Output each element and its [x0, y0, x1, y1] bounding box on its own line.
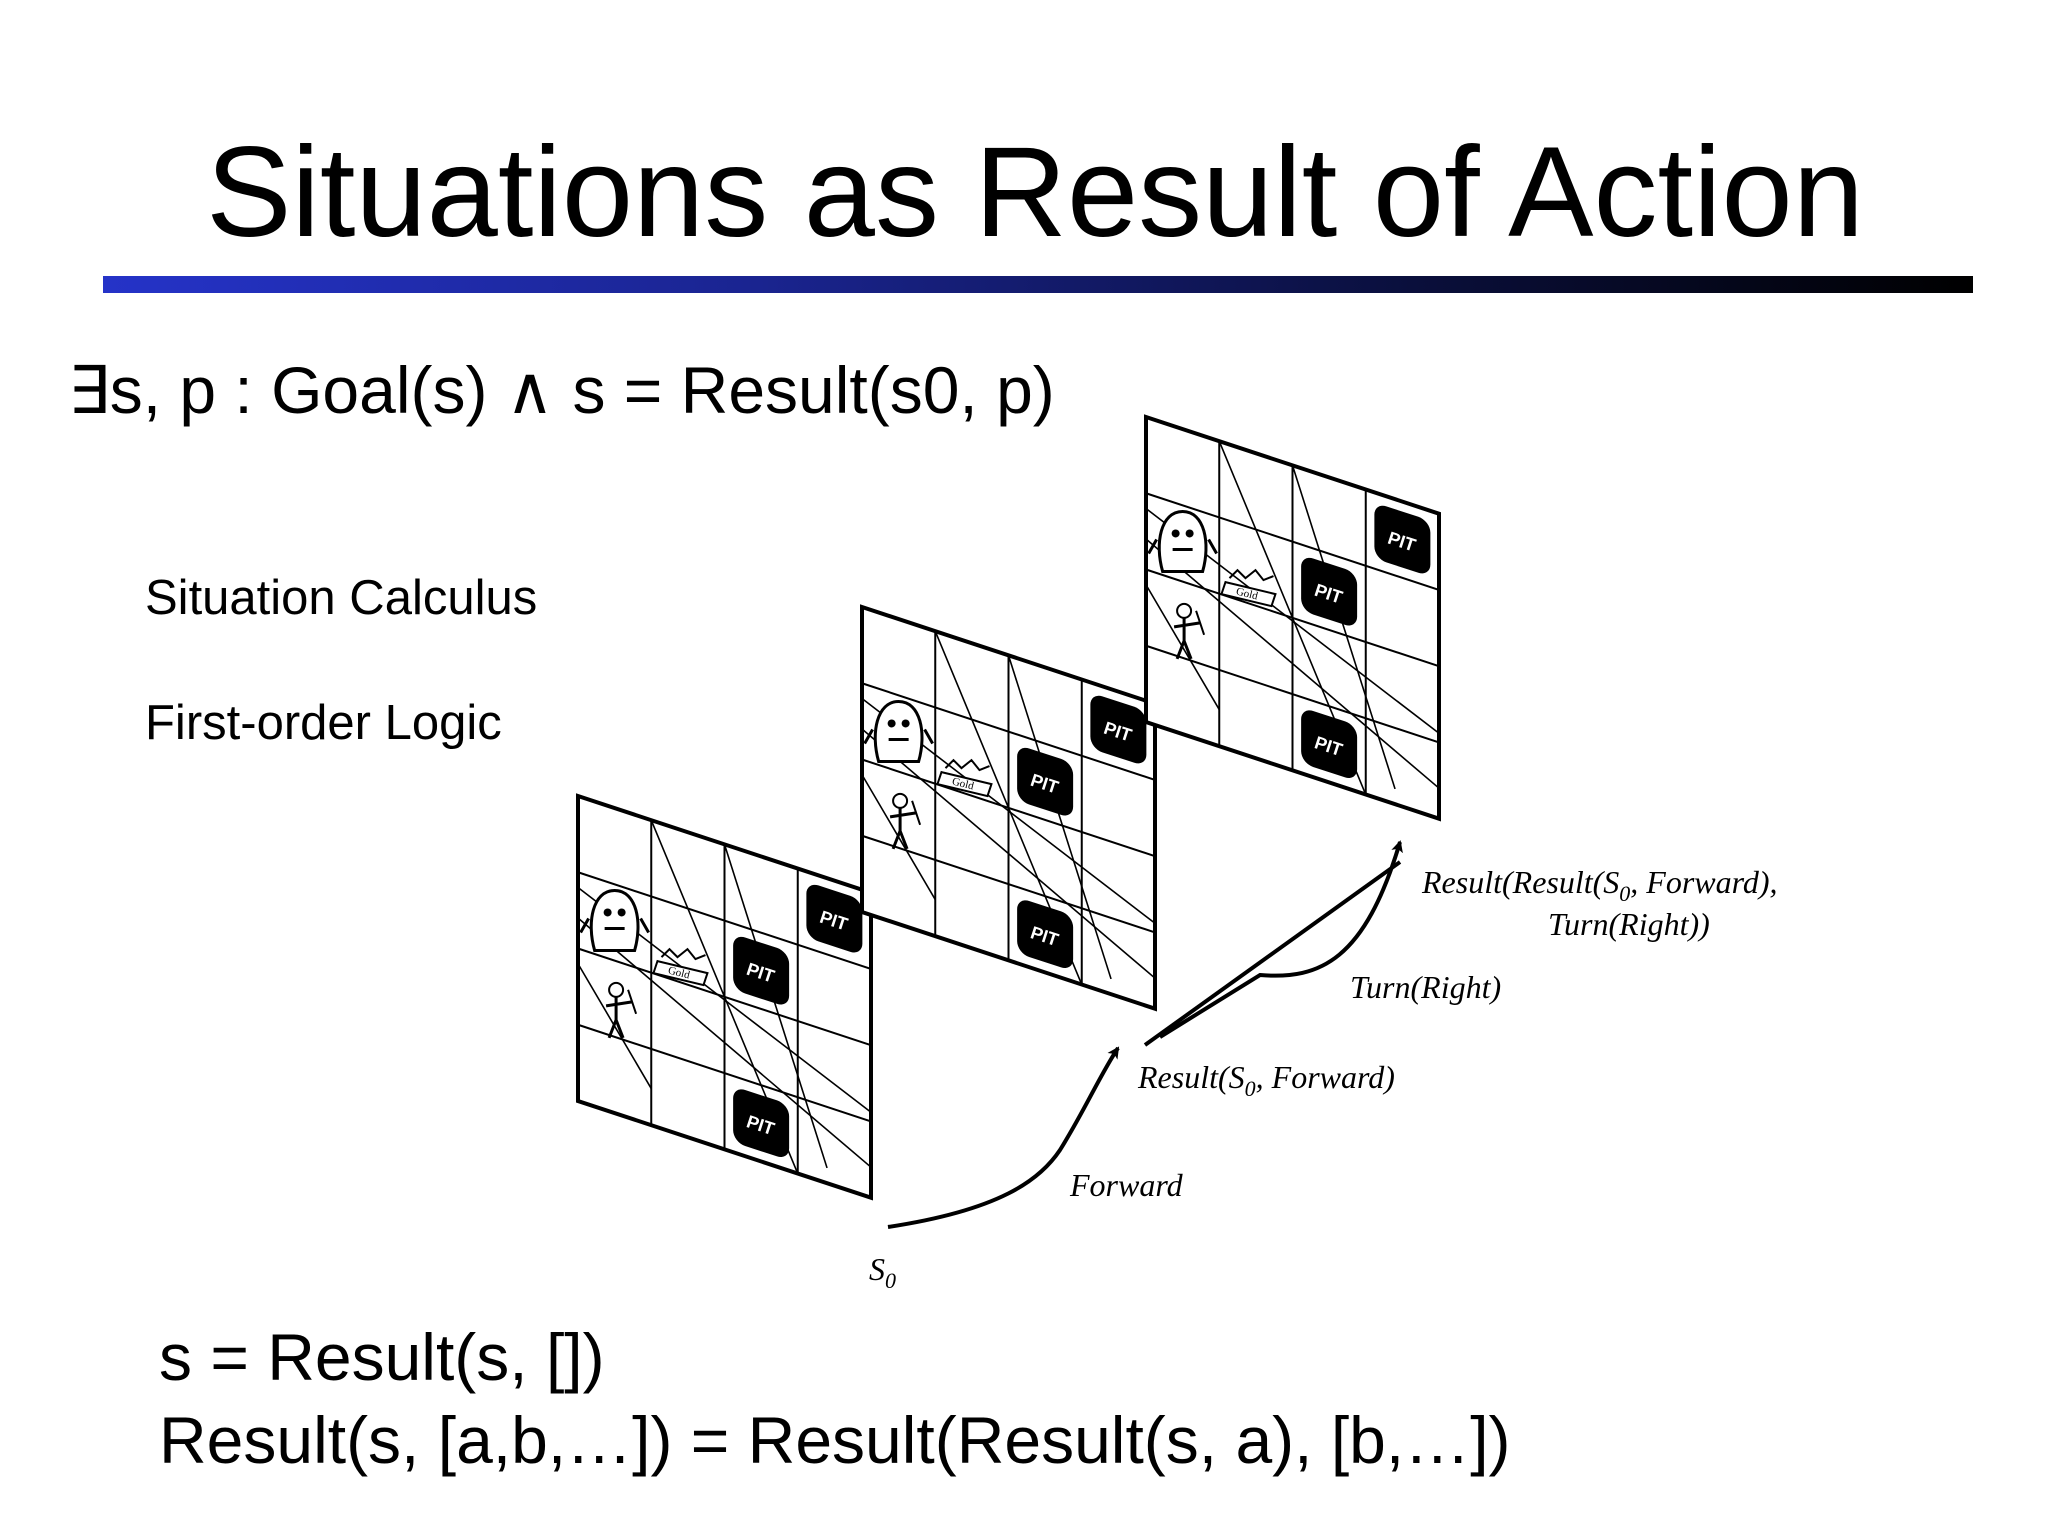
board-s0: PIT PIT PIT Gold [576, 793, 873, 1201]
agent-icon [605, 981, 638, 1039]
svg-text:Gold: Gold [1235, 586, 1260, 603]
wumpus-icon [863, 699, 934, 763]
svg-text:Gold: Gold [667, 965, 692, 982]
result-s0-forward-label: Result(S0, Forward) [1137, 1059, 1395, 1101]
title-underline [103, 276, 1973, 293]
pit-icon: PIT [806, 884, 863, 953]
wumpus-icon [579, 888, 650, 952]
pit-icon: PIT [1301, 557, 1358, 626]
situation-calculus-label: Situation Calculus [145, 571, 538, 625]
agent-icon [889, 792, 922, 850]
state-arrow-1 [1143, 860, 1402, 1047]
svg-text:Gold: Gold [951, 776, 976, 793]
forward-arrow [887, 1046, 1120, 1229]
wumpus-icon [1147, 509, 1218, 573]
pit-icon: PIT [733, 936, 790, 1005]
final-state-label-line1: Result(Result(S0, Forward), [1421, 864, 1778, 906]
pit-icon: PIT [1301, 710, 1358, 778]
s0-label: S0 [869, 1251, 896, 1293]
turn-right-label: Turn(Right) [1350, 969, 1501, 1005]
forward-label: Forward [1069, 1167, 1184, 1203]
agent-icon [1173, 602, 1206, 660]
action-arrows [887, 840, 1403, 1229]
pit-icon: PIT [1017, 747, 1074, 816]
gold-icon: Gold [936, 758, 993, 798]
gold-icon: Gold [652, 947, 709, 987]
first-order-logic-label: First-order Logic [145, 696, 502, 750]
pit-icon: PIT [1374, 505, 1431, 574]
board-turn-right: PIT PIT PIT Gold [1144, 414, 1441, 822]
equation-empty-plan: s = Result(s, []) [159, 1320, 605, 1394]
pit-icon: PIT [733, 1089, 790, 1158]
board-forward: PIT PIT PIT Gold [860, 604, 1157, 1012]
pit-icon: PIT [1090, 695, 1147, 764]
goal-formula: ∃s, p : Goal(s) ∧ s = Result(s0, p) [68, 353, 1055, 427]
pit-icon: PIT [1017, 900, 1074, 969]
gold-icon: Gold [1220, 568, 1277, 608]
turn-right-arrow [1158, 840, 1403, 1039]
equation-recursive-plan: Result(s, [a,b,…]) = Result(Result(s, a)… [159, 1403, 1511, 1477]
slide-title: Situations as Result of Action [206, 121, 1864, 264]
diagram-labels: S0 Forward Result(S0, Forward) Turn(Righ… [869, 864, 1778, 1293]
final-state-label-line2: Turn(Right)) [1548, 906, 1710, 942]
